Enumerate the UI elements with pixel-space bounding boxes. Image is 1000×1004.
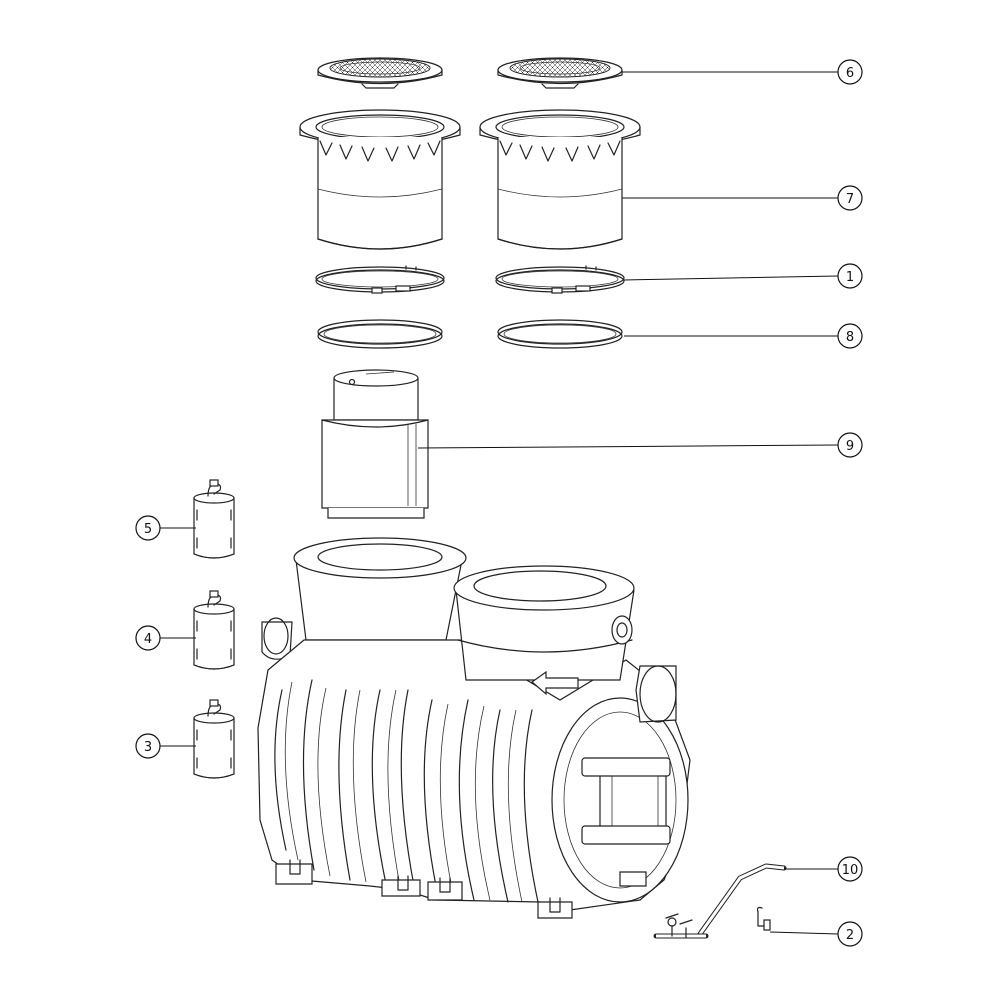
callout-5: 5 xyxy=(135,515,196,541)
callout-9: 9 xyxy=(417,432,863,458)
part-8-seal-left xyxy=(317,319,443,349)
callout-2-label: 2 xyxy=(846,928,854,943)
part-4-filter xyxy=(193,590,235,670)
part-2-hook xyxy=(756,906,771,931)
callout-4-label: 4 xyxy=(144,632,152,647)
callout-10-label: 10 xyxy=(842,863,859,878)
callout-10: 10 xyxy=(784,856,863,882)
callout-5-label: 5 xyxy=(144,522,152,537)
part-6-cover-right xyxy=(497,57,623,89)
callout-4: 4 xyxy=(135,625,196,651)
part-10-lifting-pipe xyxy=(653,863,787,939)
callout-6: 6 xyxy=(622,59,863,85)
part-3-filter xyxy=(193,699,235,779)
part-9-riser xyxy=(321,369,429,519)
callout-9-label: 9 xyxy=(846,439,854,454)
callout-8-label: 8 xyxy=(846,330,854,345)
part-7-frame-left xyxy=(299,109,461,250)
callout-1-label: 1 xyxy=(846,270,854,285)
part-8-seal-right xyxy=(497,319,623,349)
callout-3-label: 3 xyxy=(144,740,152,755)
callout-8: 8 xyxy=(624,323,863,349)
part-7-frame-right xyxy=(479,109,641,250)
part-5-filter xyxy=(193,479,235,559)
callout-7: 7 xyxy=(622,185,863,211)
callout-6-label: 6 xyxy=(846,66,854,81)
part-6-cover-left xyxy=(317,57,443,89)
callout-1: 1 xyxy=(623,263,863,289)
callout-3: 3 xyxy=(135,733,196,759)
part-1-clamp-ring-left xyxy=(315,265,445,294)
callout-2: 2 xyxy=(769,921,863,947)
part-1-clamp-ring-right xyxy=(495,265,625,294)
tank-body xyxy=(257,537,691,919)
callout-7-label: 7 xyxy=(846,192,854,207)
